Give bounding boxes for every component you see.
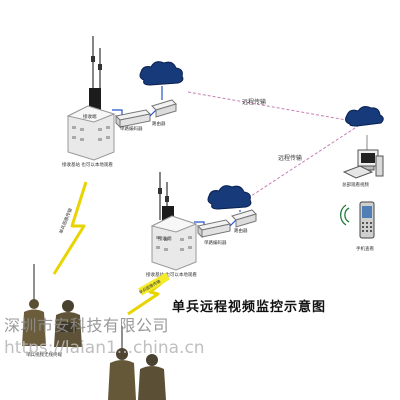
soldier-icon [29, 299, 39, 309]
soldier-caption: 单兵视频无线终端 [26, 351, 62, 358]
watermark-company: 深圳市安科技有限公司 [4, 316, 170, 335]
router-label: 路由器 [234, 227, 248, 234]
remote-link-2 [247, 125, 359, 199]
base-caption: 接收基站 也可以本地观看 [62, 161, 113, 168]
keyboard-icon [342, 165, 374, 179]
encoder-label: 单路编码器 [120, 125, 143, 132]
wireless-link-1: 单兵图像传输 [52, 181, 88, 275]
wireless-tag [138, 272, 170, 296]
monitoring-center: 总部观看视频 [342, 106, 384, 188]
router-label: 路由器 [152, 120, 166, 127]
cloud-icon [139, 61, 184, 86]
soldier-icon [146, 354, 158, 366]
cloud-icon [207, 185, 252, 210]
mobile-viewer: 手机查看 [340, 201, 375, 252]
remote-link-label: 远程传输 [278, 154, 302, 162]
cable [112, 109, 123, 116]
wireless-link-2: 单兵图像传输 [127, 272, 170, 316]
lightning-icon [52, 181, 88, 275]
watermark-url: https://laian1...china.cn [4, 338, 205, 358]
cloud-icon [345, 106, 384, 127]
base-station-2: 接收端 单路编码器 路由器 接收基站 也可以本地观看 [146, 172, 257, 278]
receiver-label: 接收端 [83, 113, 97, 120]
monitor-center-label: 总部观看视频 [342, 181, 369, 188]
phone-label: 手机查看 [356, 245, 374, 252]
soldier-icon [62, 300, 74, 312]
soldier-group-1: 单兵视频无线终端 [22, 264, 82, 358]
base-caption: 接收基站 也可以本地观看 [146, 271, 197, 278]
soldier-group-2 [108, 326, 166, 400]
pc-tower-icon [375, 155, 384, 177]
receiver-label: 接收端 [158, 235, 172, 242]
soldier-icon [116, 348, 128, 360]
base-station-1: 接收端 单路编码器 路由器 接收基站 也可以本地观看 [62, 36, 184, 168]
encoder-label: 单路编码器 [204, 239, 227, 246]
signal-icon [344, 207, 350, 223]
wireless-link-label: 单兵图像传输 [57, 207, 74, 235]
diagram-title: 单兵远程视频监控示意图 [172, 300, 327, 315]
receiver-unit [89, 88, 101, 112]
remote-link-1 [187, 91, 359, 123]
remote-link-label: 远程传输 [242, 98, 266, 106]
